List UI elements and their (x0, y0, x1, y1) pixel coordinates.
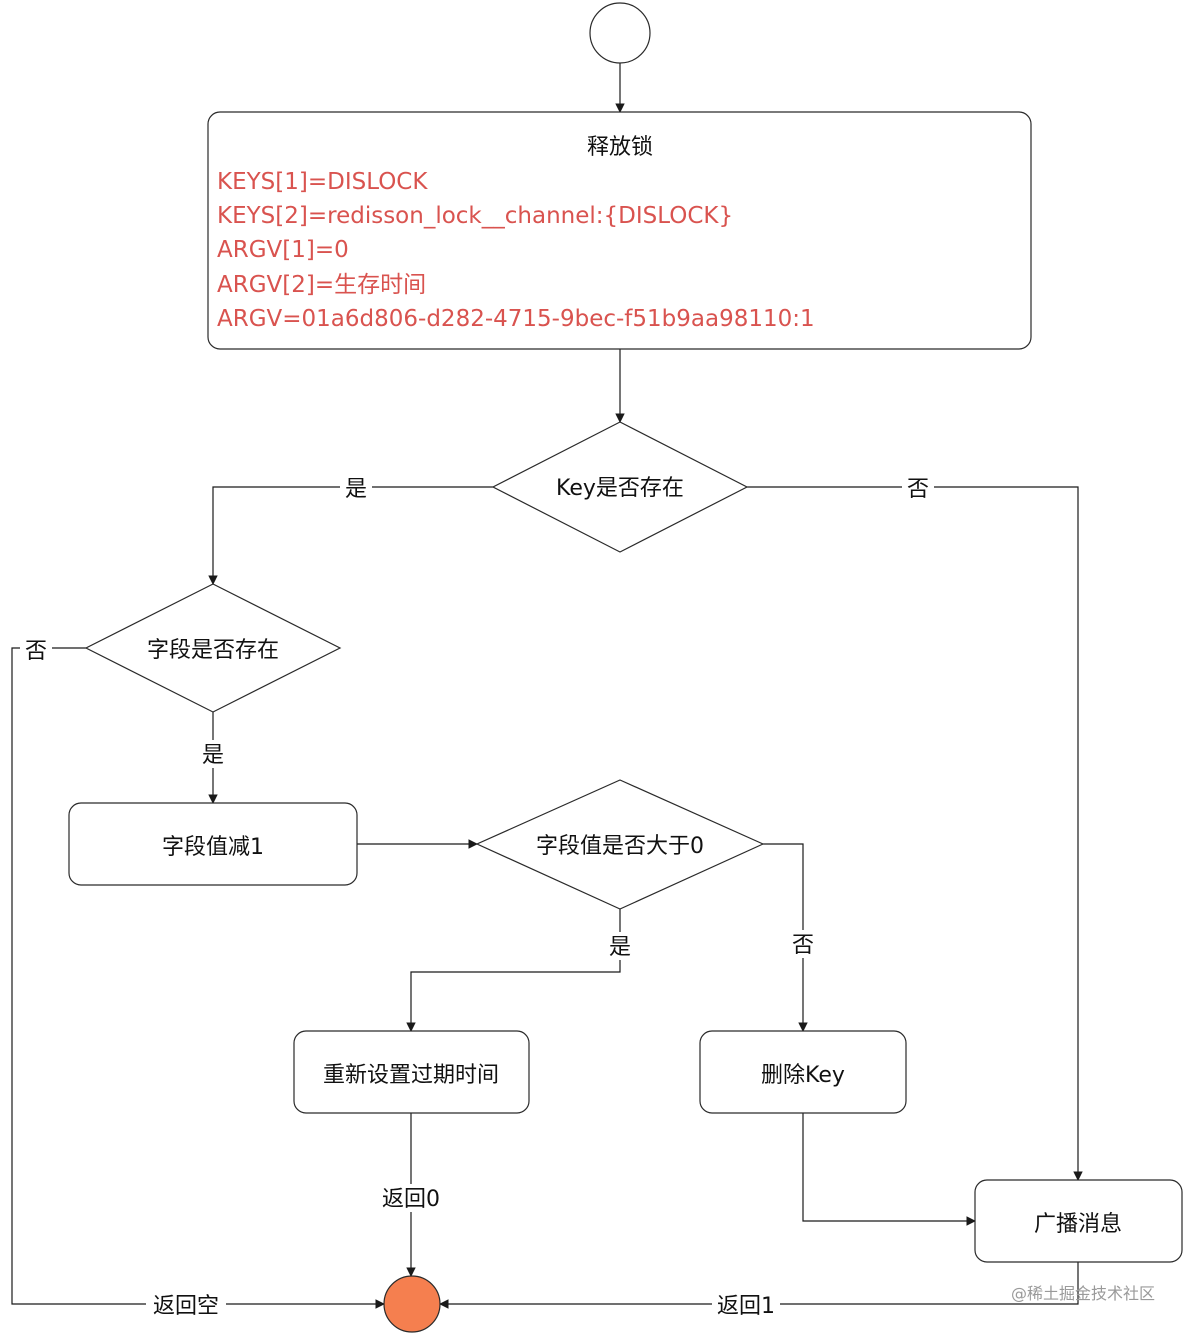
broadcast-label: 广播消息 (1034, 1212, 1122, 1237)
edge-label-bg (712, 1291, 780, 1319)
release-lock-line-3: ARGV[1]=0 (217, 237, 349, 263)
field-gt-zero-decision (475, 779, 765, 910)
return-one-label: 返回1 (717, 1294, 775, 1319)
release-lock-line-4: ARGV[2]=生存时间 (217, 272, 426, 298)
edge-gt-no (763, 843, 808, 1032)
key-yes-label: 是 (345, 477, 367, 502)
start-node (589, 2, 651, 64)
field-gt-zero-label: 字段值是否大于0 (536, 834, 704, 859)
edge-label-bg (604, 932, 636, 960)
edge-gt-yes (406, 909, 621, 1032)
reset-expire-label: 重新设置过期时间 (323, 1063, 499, 1088)
edge-label-bg (787, 930, 819, 958)
reset-expire-node (293, 1030, 530, 1114)
key-exists-label: Key是否存在 (556, 476, 684, 501)
field-no-label: 否 (25, 639, 47, 664)
return-null-label: 返回空 (153, 1294, 219, 1319)
gt-no-label: 否 (792, 933, 814, 958)
field-decrement-node (68, 802, 358, 886)
edge-key-no (747, 486, 1083, 1181)
field-decrement-label: 字段值减1 (162, 835, 264, 860)
edge-label-bg (197, 740, 229, 768)
edge-label-bg (340, 474, 372, 502)
field-yes-label: 是 (202, 743, 224, 768)
return-zero-label: 返回0 (382, 1187, 440, 1212)
edge-key-yes (208, 486, 493, 585)
edge-broadcast-to-end (439, 1262, 1079, 1309)
delete-key-node (699, 1030, 907, 1114)
edge-label-bg (146, 1291, 226, 1319)
release-lock-node (207, 111, 1032, 350)
release-lock-line-5: ARGV=01a6d806-d282-4715-9bec-f51b9aa9811… (217, 306, 815, 332)
edge-label-bg (902, 474, 934, 502)
release-lock-line-2: KEYS[2]=redisson_lock__channel:{DISLOCK} (217, 203, 733, 229)
field-exists-label: 字段是否存在 (147, 638, 279, 663)
delete-key-label: 删除Key (761, 1063, 845, 1088)
gt-yes-label: 是 (609, 935, 631, 960)
release-lock-title: 释放锁 (587, 135, 653, 160)
field-exists-decision (84, 583, 342, 713)
end-node (383, 1275, 441, 1333)
key-no-label: 否 (907, 477, 929, 502)
edge-delete-to-broadcast (802, 1113, 976, 1226)
key-exists-decision (491, 421, 749, 553)
edge-label-bg (375, 1184, 447, 1212)
watermark: @稀土掘金技术社区 (1011, 1284, 1155, 1303)
release-lock-line-1: KEYS[1]=DISLOCK (217, 169, 428, 195)
broadcast-node (974, 1179, 1183, 1263)
edge-label-bg (20, 636, 52, 664)
